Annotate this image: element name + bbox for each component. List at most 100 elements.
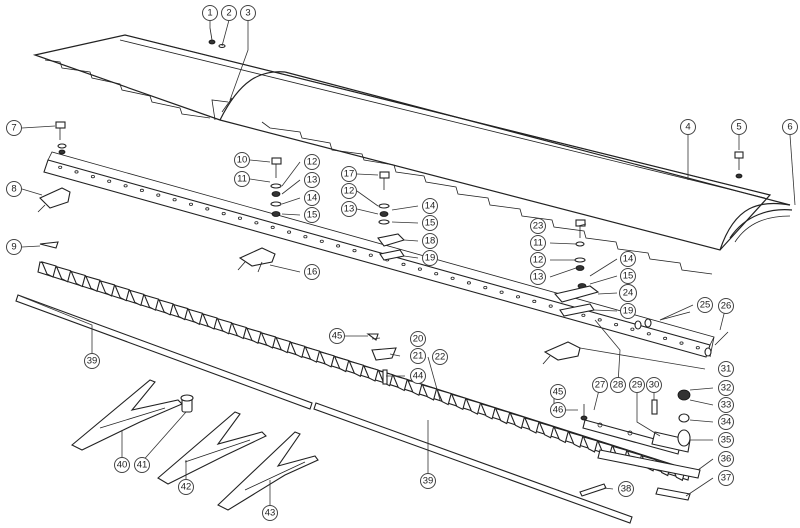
callout-13c[interactable]: 13 [530, 269, 546, 285]
callout-12[interactable]: 12 [304, 154, 320, 170]
callout-10[interactable]: 10 [234, 152, 250, 168]
bar-hole [695, 346, 700, 350]
callout-25[interactable]: 25 [697, 297, 713, 313]
callout-24[interactable]: 24 [619, 284, 637, 302]
callout-2[interactable]: 2 [221, 5, 237, 21]
svg-text:46: 46 [553, 405, 564, 416]
callout-18[interactable]: 18 [422, 233, 438, 249]
knife-tooth [216, 317, 233, 335]
callout-35[interactable]: 35 [718, 432, 734, 448]
svg-text:19: 19 [425, 253, 436, 264]
svg-text:6: 6 [787, 122, 792, 133]
callout-31[interactable]: 31 [718, 361, 734, 377]
callout-13b[interactable]: 13 [341, 201, 357, 217]
callout-26[interactable]: 26 [718, 298, 734, 314]
callout-38[interactable]: 38 [618, 481, 634, 497]
callout-7[interactable]: 7 [6, 120, 22, 136]
guard-41-bolt [180, 394, 194, 413]
callout-12c[interactable]: 12 [530, 252, 546, 268]
bar-hole [156, 193, 161, 197]
bar-hole [205, 207, 210, 211]
svg-text:5: 5 [736, 122, 741, 133]
small-parts-left [39, 241, 658, 497]
callout-22[interactable]: 22 [432, 349, 448, 365]
callout-36[interactable]: 36 [718, 451, 734, 467]
callout-43[interactable]: 43 [262, 505, 278, 521]
callout-14[interactable]: 14 [304, 190, 320, 206]
callout-23[interactable]: 23 [530, 218, 546, 234]
callout-32[interactable]: 32 [718, 380, 734, 396]
callout-28[interactable]: 28 [610, 377, 626, 393]
svg-text:13: 13 [533, 272, 544, 283]
callout-41[interactable]: 41 [134, 457, 150, 473]
callout-34[interactable]: 34 [718, 414, 734, 430]
callout-19b[interactable]: 19 [620, 303, 636, 319]
svg-text:10: 10 [237, 155, 248, 166]
callout-6[interactable]: 6 [782, 119, 798, 135]
callout-4[interactable]: 4 [680, 119, 696, 135]
callout-20[interactable]: 20 [410, 331, 426, 347]
callout-30[interactable]: 30 [646, 377, 662, 393]
callout-45a[interactable]: 45 [329, 328, 345, 344]
callout-39a[interactable]: 39 [84, 353, 100, 369]
knife-tooth [260, 332, 277, 349]
callout-5[interactable]: 5 [731, 119, 747, 135]
callout-13[interactable]: 13 [304, 172, 320, 188]
callout-8[interactable]: 8 [6, 181, 22, 197]
svg-text:18: 18 [425, 236, 436, 247]
bolt-17 [377, 171, 406, 261]
callout-44[interactable]: 44 [410, 368, 426, 384]
svg-text:17: 17 [344, 169, 355, 180]
bolt-23 [553, 219, 600, 317]
callout-15c[interactable]: 15 [620, 268, 636, 284]
knife-tooth [450, 393, 467, 411]
knife-tooth [231, 322, 247, 340]
finger-guard-8 [37, 187, 71, 213]
bar-hole [466, 281, 471, 285]
callout-17[interactable]: 17 [341, 166, 357, 182]
callout-14b[interactable]: 14 [422, 198, 438, 214]
bar-hole [58, 165, 63, 169]
callout-11[interactable]: 11 [234, 171, 250, 187]
knife-tooth [480, 402, 496, 420]
callout-9[interactable]: 9 [6, 239, 22, 255]
callout-16[interactable]: 16 [304, 264, 320, 280]
callout-39b[interactable]: 39 [420, 473, 436, 489]
svg-text:9: 9 [11, 242, 16, 253]
bar-hole [90, 175, 95, 179]
bar-hole [270, 225, 275, 229]
knife-tooth [567, 431, 584, 448]
callout-15b[interactable]: 15 [422, 215, 438, 231]
bar-hole [303, 235, 308, 239]
svg-text:20: 20 [413, 334, 424, 345]
callout-45b[interactable]: 45 [550, 384, 566, 400]
callout-11b[interactable]: 11 [530, 235, 546, 251]
bolt-5 [734, 151, 744, 179]
svg-text:8: 8 [11, 184, 16, 195]
svg-text:29: 29 [632, 380, 643, 391]
svg-text:28: 28 [613, 380, 624, 391]
callout-33[interactable]: 33 [718, 397, 734, 413]
callout-21[interactable]: 21 [410, 348, 426, 364]
callout-37[interactable]: 37 [718, 470, 734, 486]
callout-40[interactable]: 40 [114, 457, 130, 473]
knife-tooth [128, 289, 145, 307]
knife-tooth [275, 336, 291, 354]
callout-19[interactable]: 19 [422, 250, 438, 266]
knife-tooth [524, 417, 540, 434]
callout-46[interactable]: 46 [550, 402, 566, 418]
callout-14c[interactable]: 14 [620, 251, 636, 267]
callout-3[interactable]: 3 [240, 5, 256, 21]
callout-42[interactable]: 42 [178, 479, 194, 495]
callout-15[interactable]: 15 [304, 207, 320, 223]
bar-hole [221, 212, 226, 216]
callout-1[interactable]: 1 [202, 5, 218, 21]
svg-text:4: 4 [685, 122, 690, 133]
finger-guard-31 [542, 341, 581, 365]
callout-12b[interactable]: 12 [341, 183, 357, 199]
svg-text:14: 14 [307, 193, 318, 204]
svg-text:41: 41 [137, 460, 148, 471]
guard-40 [71, 379, 183, 451]
callout-27[interactable]: 27 [592, 377, 608, 393]
callout-29[interactable]: 29 [629, 377, 645, 393]
